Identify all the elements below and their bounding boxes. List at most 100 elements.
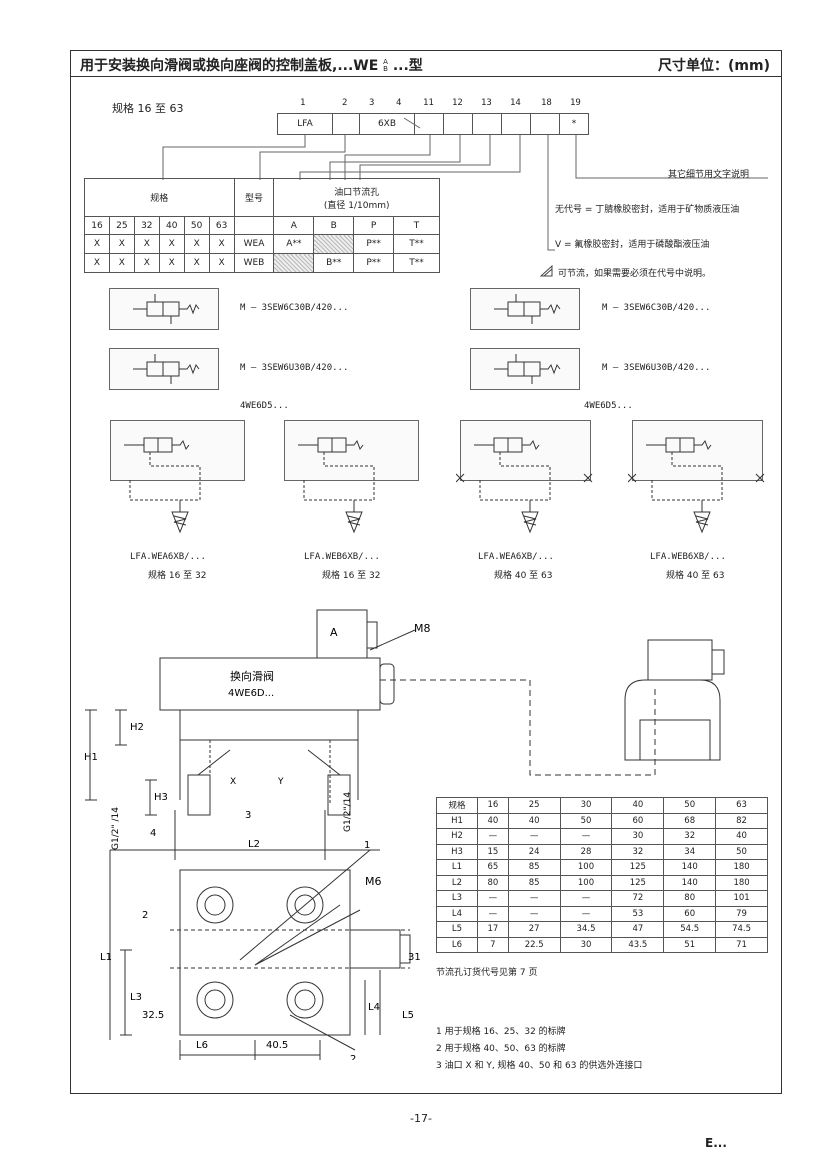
dims-h: 25 bbox=[507, 797, 561, 814]
spec-mark: X bbox=[108, 253, 135, 273]
dims-cell: H2 bbox=[436, 828, 478, 845]
units-label: 尺寸单位：(mm) bbox=[658, 58, 770, 74]
title-sup: A bbox=[383, 58, 388, 66]
spec-empty bbox=[233, 216, 275, 235]
thread-right: G1/2"/14 bbox=[343, 792, 353, 832]
dims-cell: 65 bbox=[477, 859, 509, 876]
valve-code-2: M — 3SEW6C30B/420... bbox=[602, 303, 711, 313]
spec-h-orifice: 油口节流孔(直径 1/10mm) bbox=[273, 178, 440, 217]
pos-1: 1 bbox=[300, 98, 306, 108]
pos-18: 18 bbox=[541, 98, 552, 108]
dims-cell: — bbox=[507, 890, 561, 907]
dims-cell: 125 bbox=[611, 859, 665, 876]
dims-cell: 27 bbox=[507, 921, 561, 938]
table-row: X X X X X X WEB B** P** T** bbox=[84, 253, 440, 273]
dims-cell: 71 bbox=[715, 936, 768, 953]
dims-cell: 80 bbox=[477, 874, 509, 891]
spec-table: 规格 型号 油口节流孔(直径 1/10mm) 16 25 32 40 50 63… bbox=[84, 178, 440, 273]
dims-h: 50 bbox=[663, 797, 717, 814]
dims-cell: 50 bbox=[559, 812, 613, 829]
lbl-3: 3 bbox=[245, 810, 251, 821]
dims-h: 16 bbox=[477, 797, 509, 814]
spec-type-wea: WEA bbox=[233, 234, 275, 254]
dims-cell: 28 bbox=[559, 843, 613, 860]
corner-mark: E... bbox=[705, 1136, 727, 1150]
dim-l3: L3 bbox=[130, 992, 142, 1003]
dims-cell: 80 bbox=[663, 890, 717, 907]
dims-cell: 7 bbox=[477, 936, 509, 953]
schematic-2 bbox=[284, 420, 419, 534]
spec-orifice-sub: (直径 1/10mm) bbox=[323, 200, 390, 211]
dims-cell: 68 bbox=[663, 812, 717, 829]
spec-port-b: B bbox=[313, 216, 355, 235]
page-number: -17- bbox=[410, 1112, 432, 1125]
pos-4: 4 bbox=[396, 98, 402, 108]
spec-h-size: 规格 bbox=[84, 178, 235, 217]
dims-cell: L4 bbox=[436, 905, 478, 922]
dims-cell: 30 bbox=[611, 828, 665, 845]
dims-cell: 15 bbox=[477, 843, 509, 860]
dim-l1: L1 bbox=[100, 952, 112, 963]
dims-cell: L1 bbox=[436, 859, 478, 876]
title-text: 用于安装换向滑阀或换向座阀的控制盖板,...WE bbox=[80, 58, 379, 74]
dims-cell: 85 bbox=[507, 874, 561, 891]
lbl-y: Y bbox=[277, 777, 284, 787]
dims-cell: 50 bbox=[715, 843, 768, 860]
valve-symbol-1 bbox=[109, 288, 219, 330]
dims-cell: 100 bbox=[559, 859, 613, 876]
dims-cell: 30 bbox=[559, 936, 613, 953]
spec-type-web: WEB bbox=[233, 253, 275, 273]
schematic-code-4: LFA.WEB6XB/... bbox=[650, 552, 726, 562]
lbl-1: 1 bbox=[364, 840, 370, 851]
thread-left: G1/2" /14 bbox=[111, 807, 121, 850]
dims-cell: 60 bbox=[663, 905, 717, 922]
spec-mark: X bbox=[158, 253, 185, 273]
dims-cell: — bbox=[477, 890, 509, 907]
dims-cell: 140 bbox=[663, 874, 717, 891]
title-tail: ...型 bbox=[392, 58, 423, 74]
spec-size-40: 40 bbox=[158, 216, 185, 235]
schematic-size-4: 规格 40 至 63 bbox=[666, 571, 725, 581]
pos-3: 3 bbox=[369, 98, 375, 108]
dim-31: 31 bbox=[408, 952, 421, 963]
spec-mark: X bbox=[84, 253, 110, 273]
dims-cell: L6 bbox=[436, 936, 478, 953]
spec-port-a: A bbox=[273, 216, 315, 235]
dim-l6: L6 bbox=[196, 1040, 208, 1051]
schematic-code-1: LFA.WEA6XB/... bbox=[130, 552, 206, 562]
spec-cell-p: P** bbox=[353, 253, 395, 273]
valve-code-3: M — 3SEW6U30B/420... bbox=[240, 363, 349, 373]
spec-size-32: 32 bbox=[133, 216, 160, 235]
dims-cell: 34 bbox=[663, 843, 717, 860]
valve-symbol-3 bbox=[109, 348, 219, 390]
valve-label: 换向滑阀 bbox=[230, 669, 274, 683]
throttle-icon bbox=[540, 265, 553, 277]
schematic-4 bbox=[628, 420, 765, 534]
spec-mark: X bbox=[183, 253, 210, 273]
dims-cell: 47 bbox=[611, 921, 665, 938]
dims-cell: 40 bbox=[715, 828, 768, 845]
dims-cell: L5 bbox=[436, 921, 478, 938]
dims-cell: H3 bbox=[436, 843, 478, 860]
dim-325: 32.5 bbox=[142, 1010, 164, 1021]
dims-cell: 32 bbox=[663, 828, 717, 845]
spec-cell-p: P** bbox=[353, 234, 395, 254]
dims-cell: 74.5 bbox=[715, 921, 768, 938]
dim-h1: H1 bbox=[84, 752, 98, 763]
footnote-2: 2 用于规格 40、50、63 的标牌 bbox=[436, 1044, 566, 1054]
pos-2: 2 bbox=[342, 98, 348, 108]
spec-port-t: T bbox=[393, 216, 440, 235]
dim-405: 40.5 bbox=[266, 1040, 288, 1051]
spec-size-16: 16 bbox=[84, 216, 110, 235]
dims-cell: 85 bbox=[507, 859, 561, 876]
dims-cell: — bbox=[477, 828, 509, 845]
ordering-leader-lines bbox=[162, 117, 768, 251]
dims-cell: 180 bbox=[715, 859, 768, 876]
